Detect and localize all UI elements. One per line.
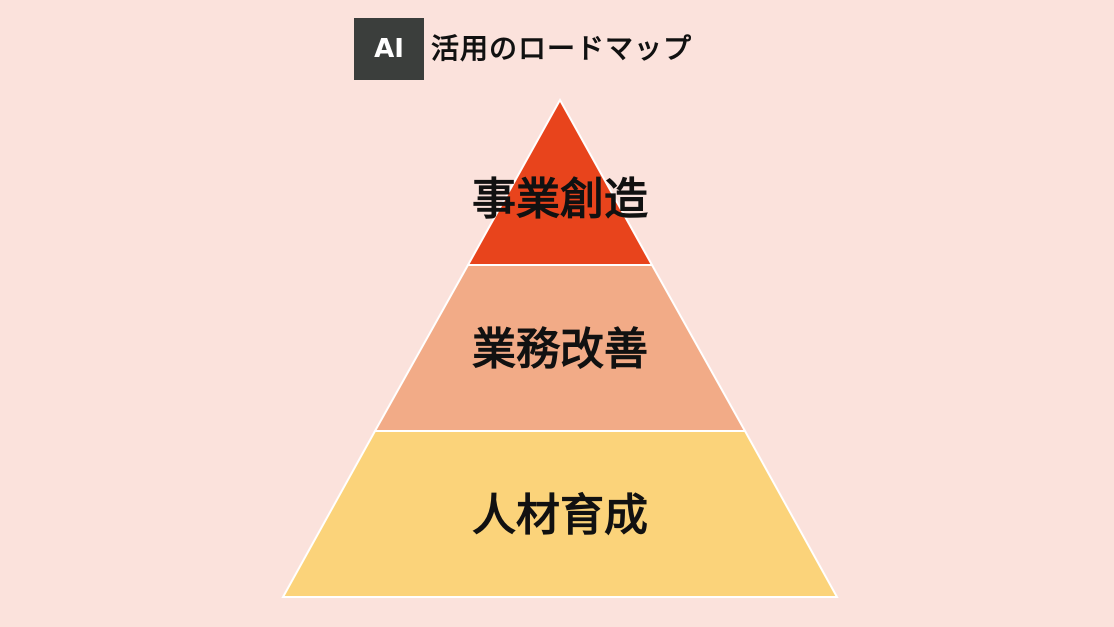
pyramid-level-bottom [281, 430, 839, 598]
ai-badge: AI [354, 18, 424, 80]
level-label-top: 事業創造 [472, 174, 648, 225]
page-title: 活用のロードマップ [431, 32, 693, 65]
level-label-bottom: 人材育成 [472, 490, 648, 541]
level-label-middle: 業務改善 [472, 324, 648, 375]
